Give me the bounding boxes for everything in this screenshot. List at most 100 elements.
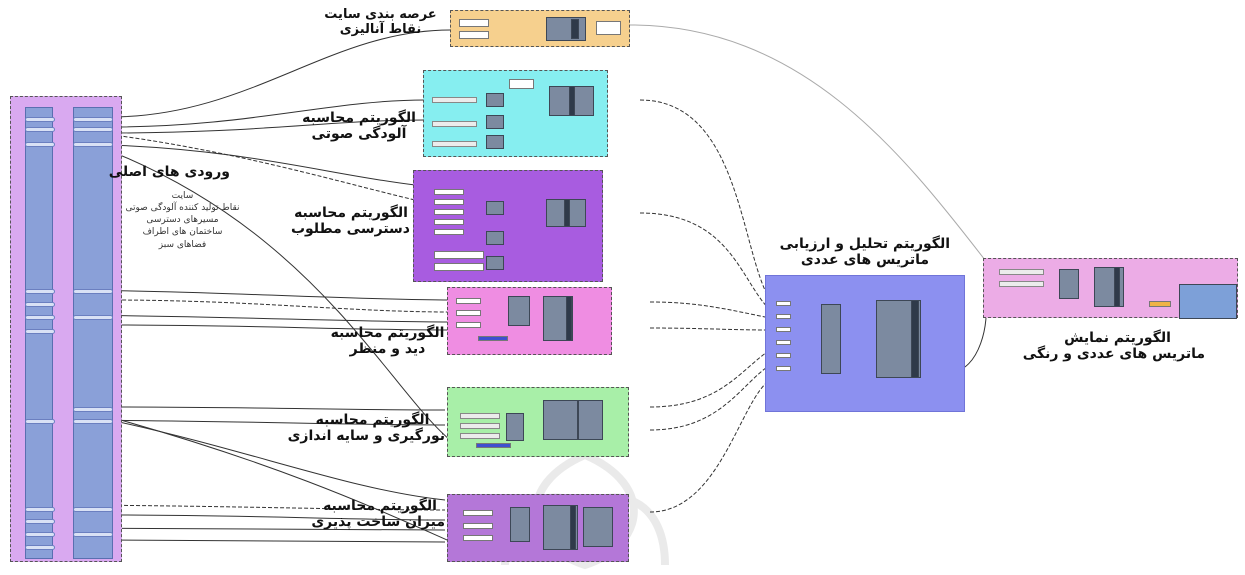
analysis-group[interactable] [765,275,965,412]
component[interactable] [776,340,791,345]
component[interactable] [578,400,603,440]
access-title: الگوریتم محاسبه دسترسی مطلوب [291,205,410,237]
component[interactable] [776,314,791,319]
component[interactable] [508,296,530,326]
input-pin[interactable] [25,532,55,537]
component[interactable] [1179,284,1237,319]
access-group[interactable] [413,170,603,282]
component[interactable] [486,115,504,129]
component[interactable] [570,505,576,550]
input-pin[interactable] [25,507,55,512]
zoning-group[interactable] [450,10,630,47]
slider[interactable] [432,121,477,127]
input-pin[interactable] [25,302,55,307]
component[interactable] [510,507,530,542]
input-pin[interactable] [73,507,113,512]
component[interactable] [486,201,504,215]
input-pin[interactable] [25,142,55,147]
input-pin[interactable] [73,117,113,122]
noise-group[interactable] [423,70,608,157]
component[interactable] [463,510,493,516]
component[interactable] [486,135,504,149]
light-group[interactable] [447,387,629,457]
inputs-item: فضاهای سبز [158,239,207,250]
component[interactable] [776,366,791,371]
component[interactable] [911,300,919,378]
component[interactable] [509,79,534,89]
inputs-item: سایت [171,191,194,201]
component[interactable] [486,93,504,107]
component[interactable] [1059,269,1079,299]
wire-light-analysis-1 [649,349,771,408]
wire-inputs-build-4 [109,539,446,543]
wire-long-2 [109,416,471,551]
input-pin[interactable] [25,419,55,424]
component[interactable] [459,19,489,27]
input-pin[interactable] [25,127,55,132]
slider[interactable] [460,423,500,429]
component[interactable] [434,199,464,205]
component[interactable] [434,229,464,235]
input-pin[interactable] [25,545,55,550]
slider[interactable] [999,281,1044,287]
component[interactable] [486,231,504,245]
input-pin[interactable] [25,117,55,122]
component[interactable] [456,310,481,316]
component[interactable] [459,31,489,39]
input-pin[interactable] [73,315,113,320]
component[interactable] [566,296,572,341]
component[interactable] [546,17,586,41]
display-group[interactable] [983,258,1238,319]
component[interactable] [821,304,841,374]
component[interactable] [434,251,484,259]
component[interactable] [569,86,575,116]
component[interactable] [434,263,484,271]
input-pin[interactable] [25,289,55,294]
component[interactable] [476,443,511,448]
component[interactable] [463,523,493,529]
component[interactable] [776,353,791,358]
build-title-line2: میزان ساخت پذیری [311,514,445,531]
input-pin[interactable] [73,407,113,412]
component[interactable] [564,199,570,227]
component[interactable] [434,209,464,215]
inputs-group[interactable] [10,96,122,562]
input-pin[interactable] [25,329,55,334]
input-pin[interactable] [25,315,55,320]
view-group[interactable] [447,287,612,355]
noise-title-line2: آلودگی صوتی [311,126,407,143]
component[interactable] [506,413,524,441]
component[interactable] [1114,267,1120,307]
input-pin[interactable] [73,532,113,537]
component[interactable] [478,336,508,341]
slider[interactable] [460,433,500,439]
component[interactable] [463,535,493,541]
wire-inputs-light [109,406,446,411]
component[interactable] [776,327,791,332]
component[interactable] [434,219,464,225]
component[interactable] [434,189,464,195]
component[interactable] [571,19,579,39]
input-pin[interactable] [73,419,113,424]
component[interactable] [456,298,481,304]
input-pin[interactable] [73,289,113,294]
component[interactable] [776,301,791,306]
zoning-title-line2: نقاط آنالیزی [339,21,422,37]
component[interactable] [543,400,578,440]
build-group[interactable] [447,494,629,562]
noise-title-line1: الگوریتم محاسبه [302,110,416,126]
input-pin[interactable] [73,127,113,132]
component[interactable] [583,507,613,547]
component[interactable] [456,322,481,328]
component[interactable] [1149,301,1171,307]
input-pin[interactable] [25,519,55,524]
component[interactable] [486,256,504,270]
component[interactable] [596,21,621,35]
wire-light-analysis-2 [649,364,771,431]
input-pin[interactable] [73,142,113,147]
slider[interactable] [999,269,1044,275]
slider[interactable] [432,97,477,103]
slider[interactable] [460,413,500,419]
slider[interactable] [432,141,477,147]
